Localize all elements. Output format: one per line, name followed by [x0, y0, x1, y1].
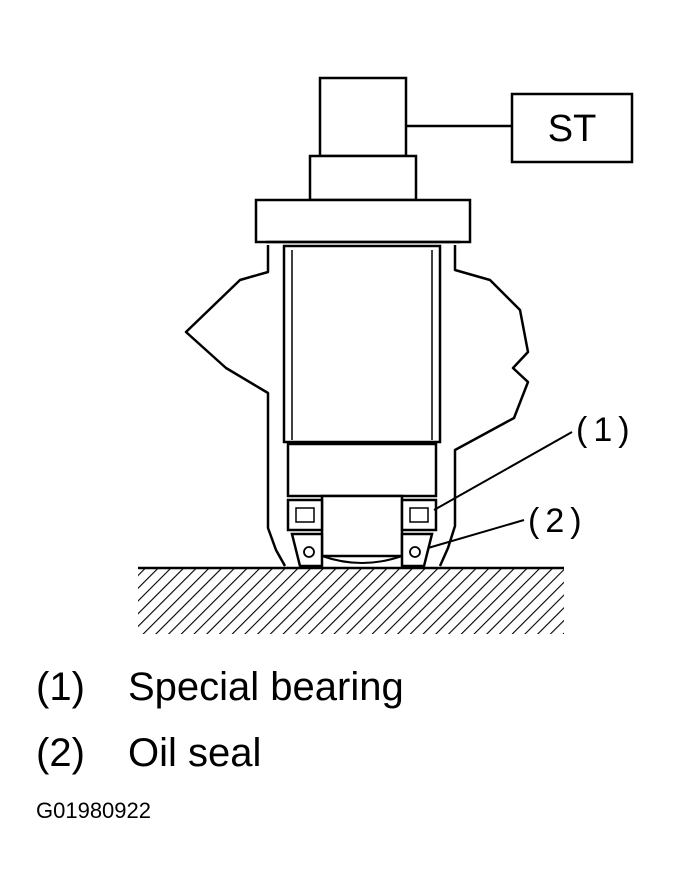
legend-number: (1) — [36, 665, 85, 709]
callout-2-leader — [427, 519, 525, 549]
legend-label: Oil seal — [128, 731, 262, 775]
oil-seal — [290, 532, 434, 568]
special-bearing — [286, 498, 438, 532]
legend-item-special-bearing: (1) Special bearing — [36, 664, 404, 710]
callout-1-number: (1) — [576, 411, 636, 449]
tool-pilot — [320, 494, 404, 558]
st-callout: ST — [406, 92, 634, 164]
workbench-block — [138, 566, 564, 634]
tool-shaft-middle — [308, 154, 418, 202]
legend-label: Special bearing — [128, 665, 404, 709]
special-tool-st — [254, 76, 472, 558]
callout-2: (2) — [427, 502, 588, 549]
callout-1-leader — [433, 431, 573, 511]
tool-body — [282, 244, 442, 444]
callout-2-number: (2) — [528, 502, 588, 540]
tool-lower-sleeve — [286, 442, 438, 498]
figure-code: G01980922 — [36, 798, 151, 823]
tool-shaft-top — [318, 76, 408, 158]
st-label-box — [510, 92, 634, 164]
tool-flange — [254, 198, 472, 244]
st-label: ST — [548, 108, 597, 150]
callout-1: (1) — [433, 411, 636, 511]
legend-number: (2) — [36, 731, 85, 775]
legend-item-oil-seal: (2) Oil seal — [36, 730, 261, 776]
housing-casting — [184, 245, 530, 567]
